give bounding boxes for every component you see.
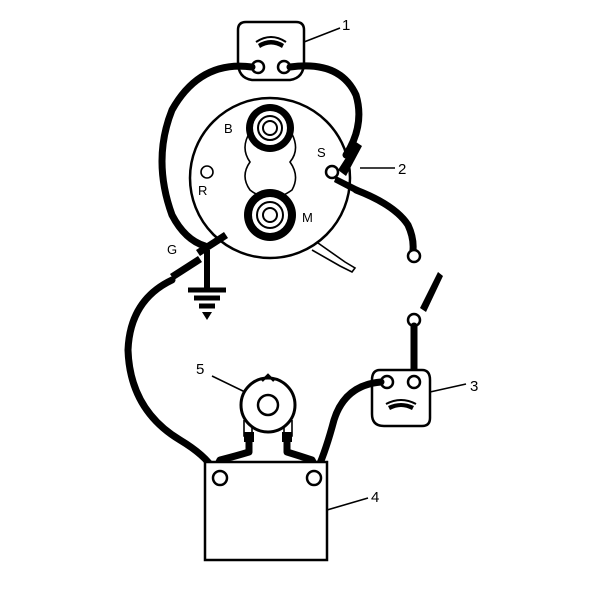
solenoid-housing bbox=[188, 96, 352, 260]
adapter-positive-wire bbox=[283, 438, 320, 472]
callout-2: 2 bbox=[398, 161, 406, 178]
callout-4: 4 bbox=[371, 489, 379, 506]
terminal-label-r: R bbox=[198, 183, 207, 198]
battery-positive-post bbox=[305, 469, 323, 487]
battery-adapter: 5 bbox=[196, 361, 297, 442]
terminal-label-b: B bbox=[224, 121, 233, 136]
battery-stud bbox=[246, 104, 294, 152]
ground-to-battery-wire bbox=[124, 276, 218, 474]
switch-upper-contact bbox=[406, 248, 422, 264]
callout-1: 1 bbox=[342, 17, 350, 34]
r-terminal bbox=[200, 165, 214, 179]
terminal-label-s: S bbox=[317, 145, 326, 160]
lower-meter: 3 bbox=[370, 368, 478, 428]
meter1-to-ground-wire bbox=[158, 62, 256, 250]
callout-3: 3 bbox=[470, 378, 478, 395]
terminal-label-m: M bbox=[302, 210, 313, 225]
s-terminal bbox=[324, 164, 340, 180]
solenoid-bracket bbox=[311, 242, 357, 274]
battery-negative-post bbox=[211, 469, 229, 487]
battery: 4 bbox=[203, 460, 379, 562]
meter1-to-s-wire bbox=[286, 62, 363, 159]
motor-stud bbox=[244, 189, 296, 241]
starter-solenoid: B S R M bbox=[188, 96, 357, 274]
switch-lever bbox=[420, 272, 443, 312]
meter3-to-battery-wire bbox=[314, 378, 385, 472]
adapter-negative-wire bbox=[212, 438, 253, 472]
remote-switch bbox=[406, 248, 443, 328]
callout-5: 5 bbox=[196, 361, 204, 378]
s-to-switch-wire bbox=[352, 186, 417, 254]
terminal-label-g: G bbox=[167, 242, 177, 257]
ground-symbol bbox=[188, 250, 226, 320]
